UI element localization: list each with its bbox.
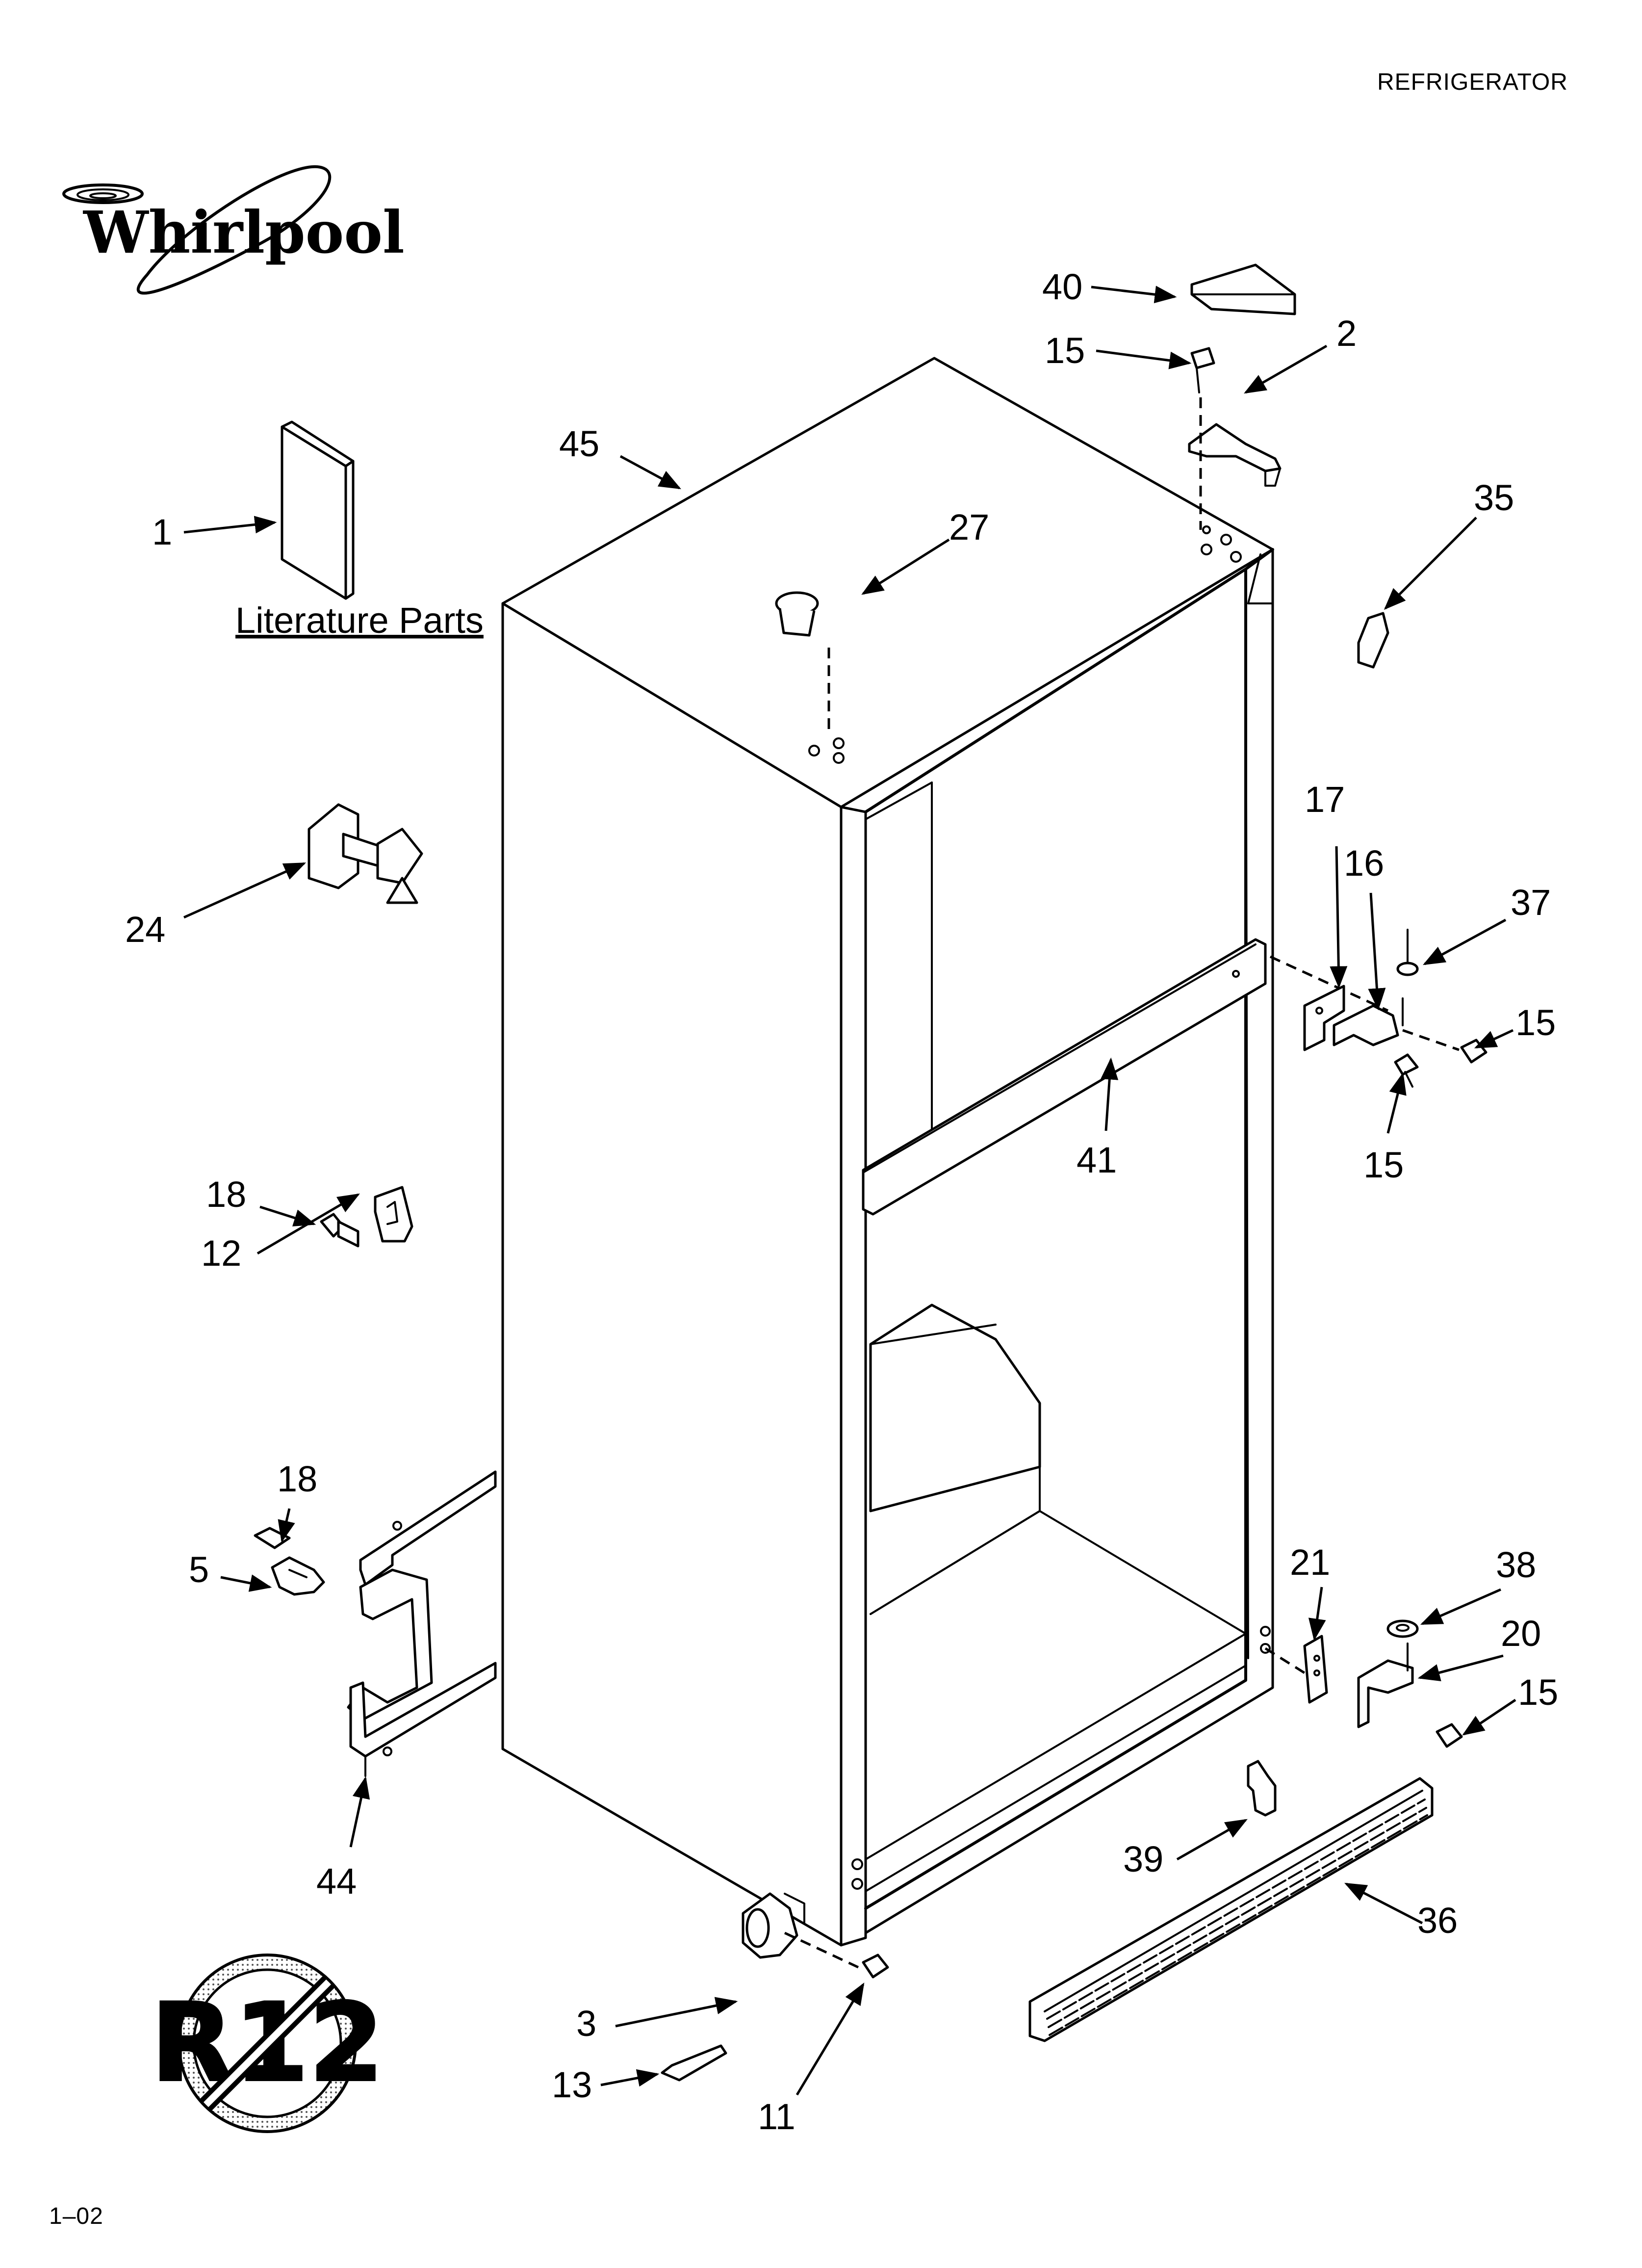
logo-swirl [62,183,144,204]
part-24-shape [308,803,423,904]
callout-16: 16 [1344,843,1384,884]
logo-ring [136,165,332,295]
callout-5: 5 [189,1549,209,1590]
callout-40: 40 [1042,266,1082,307]
no-r12-symbol: R12 [150,1954,385,2133]
callout-15-top: 15 [1045,330,1085,371]
callout-labels: 1 45 27 40 15 2 35 24 18 12 17 16 37 15 … [125,266,1558,2137]
leader-arrows [183,286,1516,2096]
category-header: REFRIGERATOR [1377,69,1568,95]
callout-38: 38 [1496,1544,1536,1585]
callout-13: 13 [552,2064,592,2105]
part-27-plug [775,591,830,731]
callout-15-middle-lower: 15 [1363,1145,1404,1185]
bottom-hinge-parts [1264,1619,1463,1748]
callout-1: 1 [152,512,172,552]
brand-wordmark: Whirlpool [82,198,405,266]
part-44-shield [347,1470,497,1777]
middle-hinge-parts [1269,929,1488,1088]
whirlpool-logo: Whirlpool [62,165,405,295]
callout-37: 37 [1511,882,1551,923]
callout-17: 17 [1305,779,1345,820]
part-35-cover [1357,612,1389,669]
callout-44: 44 [316,1861,357,1902]
cross-rail-41 [862,938,1267,1216]
callout-24: 24 [125,909,165,950]
callout-21: 21 [1290,1542,1330,1583]
callout-20: 20 [1501,1613,1541,1654]
revision-label: 1–02 [49,2203,103,2229]
part-40-hinge-cover [1190,263,1296,315]
callout-18-lower: 18 [277,1459,317,1499]
literature-booklet [281,420,355,600]
callout-15-middle-right: 15 [1515,1002,1556,1043]
callout-15-bottom: 15 [1518,1672,1558,1713]
callout-3: 3 [576,2003,596,2044]
cabinet-45 [501,357,1274,1947]
callout-2: 2 [1336,313,1357,354]
callout-39: 39 [1123,1839,1163,1879]
part-2-top-hinge [1188,347,1282,530]
roller-assembly [661,1892,889,2082]
callout-27: 27 [949,507,989,547]
part-39-clip [1247,1760,1277,1817]
part-36-grille [1028,1777,1434,2042]
part-5-clamp [254,1527,325,1596]
part-18-12-shape [320,1186,413,1248]
callout-35: 35 [1474,477,1514,518]
callout-41: 41 [1077,1140,1117,1180]
literature-caption: Literature Parts [235,600,484,641]
callout-36: 36 [1417,1900,1458,1941]
callout-12: 12 [201,1233,241,1274]
callout-11: 11 [758,2096,795,2137]
callout-18-upper: 18 [206,1174,246,1215]
callout-45: 45 [559,423,599,464]
